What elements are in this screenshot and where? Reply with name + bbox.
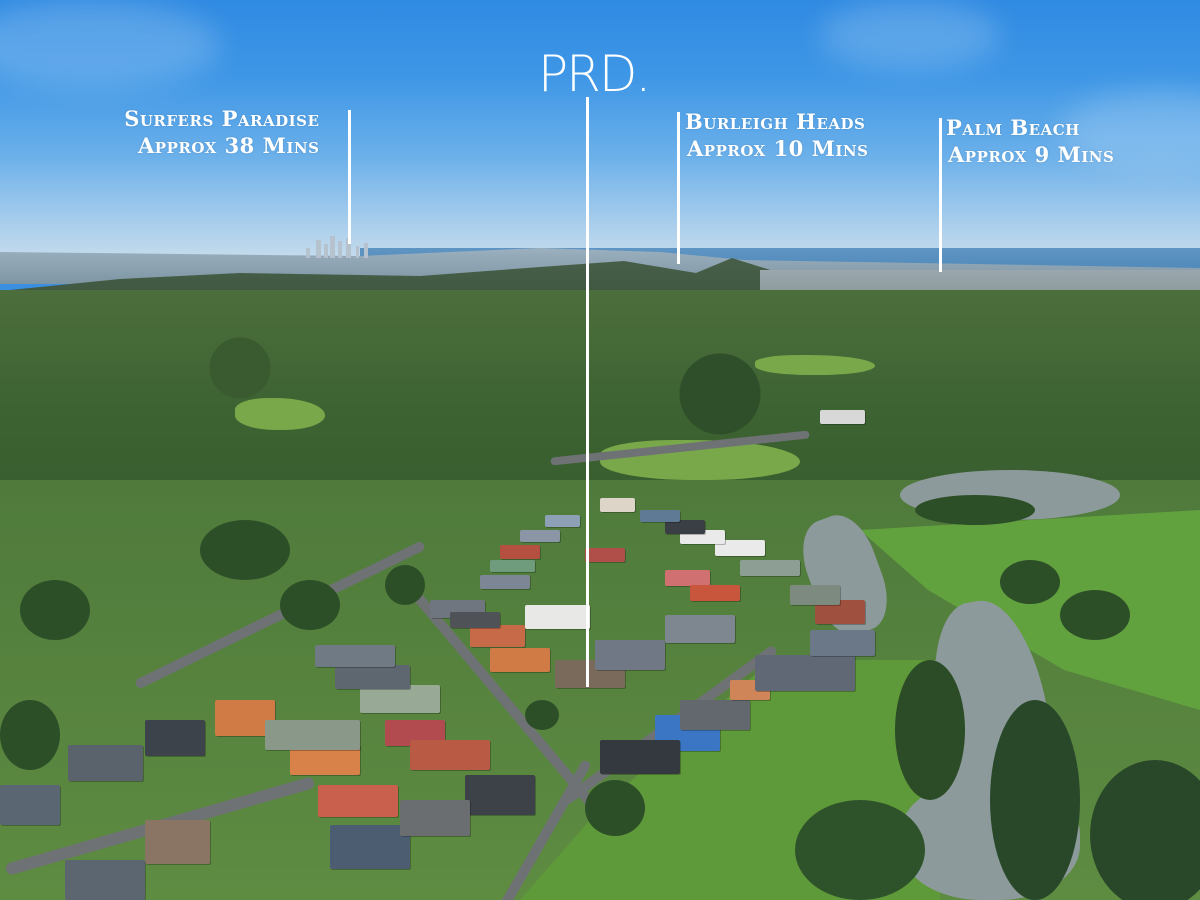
house	[600, 498, 635, 512]
tree	[585, 780, 645, 836]
house	[595, 640, 665, 670]
tree	[1090, 760, 1200, 900]
tree	[525, 700, 559, 730]
house	[790, 585, 840, 605]
house	[315, 645, 395, 667]
tree	[895, 660, 965, 800]
golf-fairway	[235, 398, 325, 430]
house	[520, 530, 560, 542]
house	[755, 655, 855, 691]
golf-fairway	[755, 355, 875, 375]
tree	[200, 520, 290, 580]
house	[680, 700, 750, 730]
house	[525, 605, 590, 629]
house	[665, 520, 705, 534]
house	[145, 820, 210, 864]
house	[410, 740, 490, 770]
house	[545, 515, 580, 527]
house	[715, 540, 765, 556]
house	[665, 570, 710, 586]
tree	[385, 565, 425, 605]
surfers-paradise-skyline	[300, 232, 380, 258]
house	[65, 860, 145, 900]
tree	[280, 580, 340, 630]
tree	[990, 700, 1080, 900]
cloud	[820, 0, 1000, 70]
house	[335, 665, 410, 689]
house	[400, 800, 470, 836]
tree	[1060, 590, 1130, 640]
house	[290, 745, 360, 775]
house	[490, 560, 535, 572]
cloud	[0, 0, 220, 90]
house	[450, 612, 500, 628]
house	[490, 648, 550, 672]
house	[68, 745, 143, 781]
tree	[915, 495, 1035, 525]
house	[820, 410, 865, 424]
tree	[1000, 560, 1060, 604]
house	[265, 720, 360, 750]
house	[810, 630, 875, 656]
house	[465, 775, 535, 815]
house	[470, 625, 525, 647]
tree	[20, 580, 90, 640]
house	[585, 548, 625, 562]
house	[145, 720, 205, 756]
house	[690, 585, 740, 601]
house	[600, 740, 680, 774]
tree	[795, 800, 925, 900]
house	[500, 545, 540, 559]
house	[665, 615, 735, 643]
house	[360, 685, 440, 713]
house	[318, 785, 398, 817]
house	[480, 575, 530, 589]
cloud	[1060, 90, 1200, 170]
tree	[0, 700, 60, 770]
house	[640, 510, 680, 522]
sky	[0, 0, 1200, 260]
house	[330, 825, 410, 869]
house	[740, 560, 800, 576]
house	[0, 785, 60, 825]
